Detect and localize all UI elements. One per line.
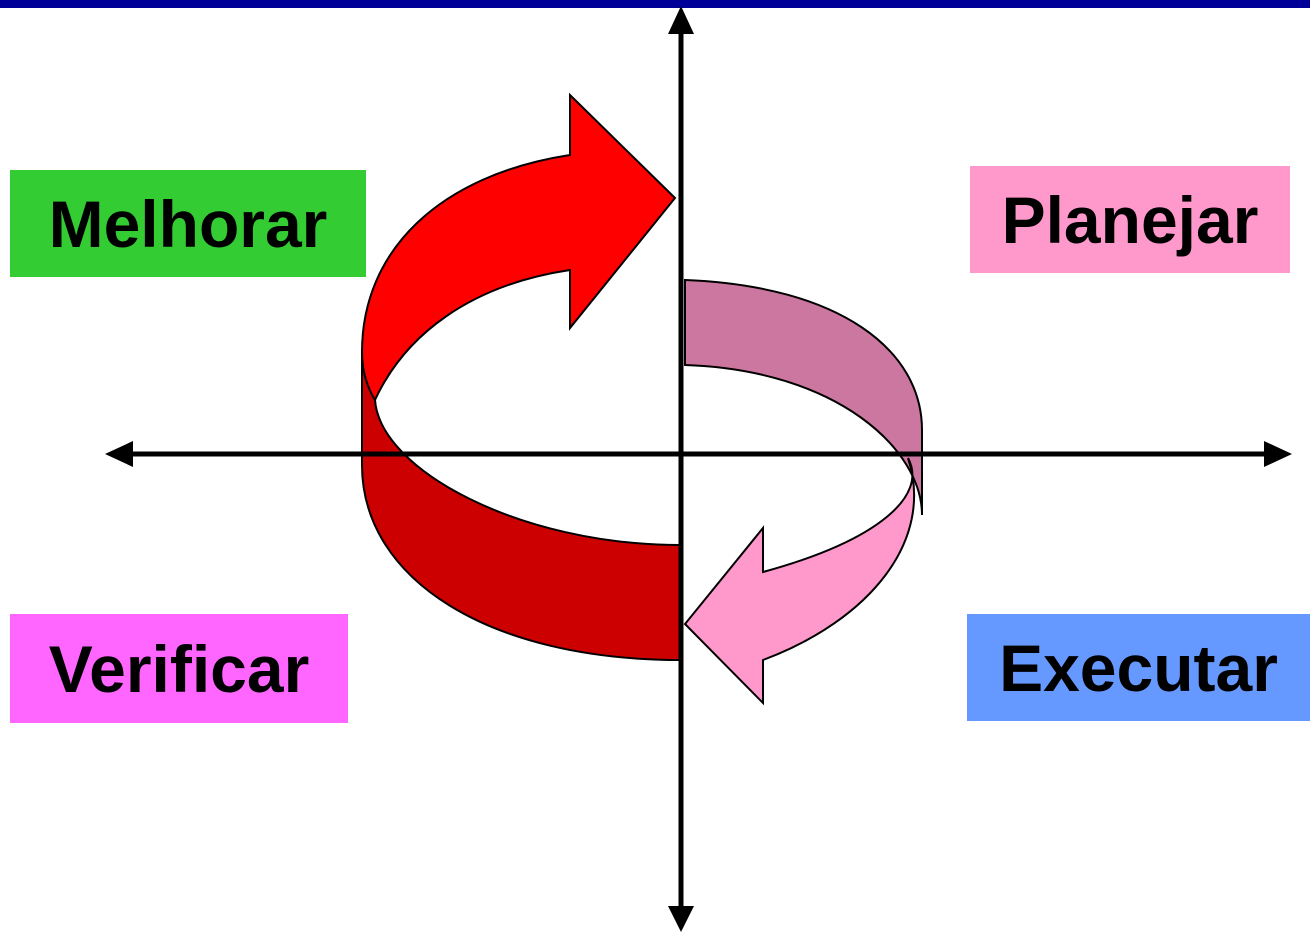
- red-arrow-top-band: [360, 92, 677, 403]
- axis-arrowhead-right: [1264, 441, 1292, 467]
- axis-arrowhead-down: [668, 906, 694, 932]
- red-arrow-front-band: [361, 351, 681, 662]
- pink-arrow-front-band: [683, 457, 916, 706]
- label-verificar: Verificar: [10, 614, 348, 723]
- label-planejar: Planejar: [970, 166, 1290, 273]
- axis-arrowhead-up: [668, 6, 694, 34]
- label-melhorar: Melhorar: [10, 170, 366, 277]
- axis-arrowhead-left: [105, 441, 133, 467]
- label-executar: Executar: [967, 614, 1310, 721]
- top-bar: [0, 0, 1310, 8]
- pink-arrow-back-band: [684, 278, 923, 516]
